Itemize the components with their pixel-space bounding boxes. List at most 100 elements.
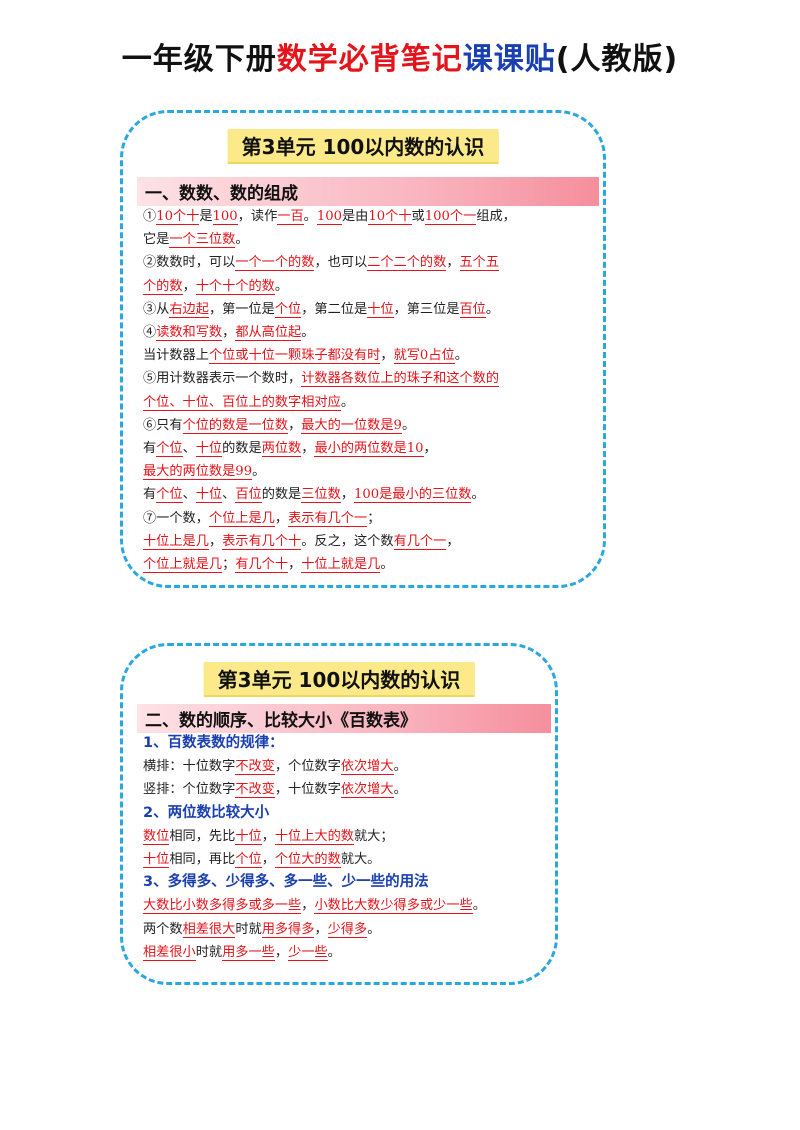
key-phrase: 数位 — [143, 828, 170, 845]
note-text: 就大。 — [340, 852, 381, 868]
key-phrase: 个位、十位、百位上的数字相对应 — [143, 394, 341, 411]
note-text: 的数是 — [261, 487, 302, 503]
note-text: ， — [340, 487, 354, 503]
note-text: ， — [288, 557, 302, 573]
key-phrase: 相差很小 — [143, 944, 196, 961]
key-phrase: 相差很大 — [182, 921, 236, 938]
note-line: 十位上是几，表示有几个十。反之，这个数有几个一， — [143, 530, 593, 553]
note-line: 2、两位数比较大小 — [143, 802, 553, 825]
key-phrase: 个位大的数 — [274, 852, 341, 869]
key-phrase: 十位上是几 — [143, 533, 209, 550]
key-phrase: 100 — [316, 209, 342, 225]
section-title: 二、数的顺序、比较大小《百数表》 — [137, 704, 551, 733]
note-text: 。 — [485, 301, 500, 317]
note-line: 两个数相差很大时就用多得多，少得多。 — [143, 918, 553, 941]
note-text: 有 — [143, 441, 157, 457]
note-line: 十位相同，再比个位，个位大的数就大。 — [143, 848, 553, 871]
key-phrase: 百位 — [459, 301, 486, 318]
unit-title: 第3单元 100以内数的认识 — [227, 129, 499, 162]
key-phrase: 十位 — [235, 828, 262, 845]
note-text: ； — [222, 557, 236, 573]
title-part-lessons: 课课贴 — [462, 42, 556, 77]
note-text: 是 — [199, 209, 213, 224]
note-line: 个位、十位、百位上的数字相对应。 — [143, 391, 593, 414]
key-phrase: 十位 — [367, 301, 394, 318]
key-phrase: 右边起 — [169, 301, 209, 318]
note-text: ； — [367, 510, 381, 526]
key-phrase: 个位 — [235, 852, 262, 869]
key-phrase: 个位 — [156, 487, 183, 504]
note-text: 有 — [143, 487, 157, 503]
key-phrase: 十个十个的数 — [195, 278, 275, 295]
note-line: 当计数器上个位或十位一颗珠子都没有时，就写0占位。 — [143, 344, 593, 367]
note-line: 个位上就是几；有几个十，十位上就是几。 — [143, 553, 593, 576]
note-text: 。 — [303, 209, 317, 224]
note-line: 最大的两位数是99。 — [143, 460, 593, 483]
note-line: ③从右边起，第一位是个位，第二位是十位，第三位是百位。 — [143, 298, 593, 321]
key-phrase: 一个三位数 — [169, 232, 236, 249]
note-line: ⑦一个数，个位上是几，表示有几个一； — [143, 507, 593, 530]
key-phrase: 有几个一 — [393, 533, 447, 550]
note-text: ，第二位是 — [301, 301, 368, 317]
note-line: 1、百数表数的规律： — [143, 732, 553, 755]
note-text: 。 — [454, 348, 468, 364]
note-text: 相同，再比 — [169, 852, 236, 868]
note-line: 数位相同，先比十位，十位上大的数就大； — [143, 825, 553, 848]
section-title: 一、数数、数的组成 — [137, 177, 599, 206]
note-text: 。 — [472, 898, 486, 914]
key-phrase: 依次增大 — [340, 759, 394, 776]
key-phrase: 依次增大 — [340, 782, 394, 799]
key-phrase: 十位上大的数 — [274, 828, 354, 845]
note-line: 个的数，十个十个的数。 — [143, 275, 593, 298]
note-body: 1、百数表数的规律：横排：十位数字不改变，个位数字依次增大。竖排：个位数字不改变… — [143, 732, 553, 964]
key-phrase: 10个十 — [368, 209, 412, 225]
key-phrase: 表示有几个十 — [222, 533, 302, 550]
key-phrase: 一个一个的数 — [235, 255, 315, 272]
note-text: 两个数 — [143, 921, 183, 937]
key-phrase: 一百 — [277, 209, 304, 225]
note-text: ，读作 — [237, 209, 278, 224]
key-phrase: 100个一 — [424, 209, 477, 225]
note-text: ， — [208, 533, 223, 549]
note-line: 相差很小时就用多一些，少一些。 — [143, 941, 553, 964]
note-text: 、 — [222, 487, 236, 503]
key-phrase: 都从高位起 — [235, 325, 302, 342]
note-text: ③从 — [143, 301, 170, 317]
subheading: 3、多得多、少得多、多一些、少一些的用法 — [143, 874, 429, 891]
key-phrase: 两位数 — [261, 441, 302, 458]
note-text: 、 — [182, 441, 196, 457]
note-text: ， — [446, 255, 460, 271]
note-text: 。反之，这个数 — [301, 533, 394, 549]
note-text: 。 — [393, 782, 407, 798]
title-part-grade: 一年级下册 — [121, 42, 277, 77]
note-text: 。 — [471, 487, 485, 503]
unit-title: 第3单元 100以内数的认识 — [203, 662, 475, 695]
note-text: 或 — [411, 209, 425, 224]
note-text: ②数数时，可以 — [143, 255, 236, 271]
key-phrase: 个位 — [274, 301, 302, 318]
note-text: 是由 — [342, 209, 369, 224]
note-card-hundred-chart: 第3单元 100以内数的认识 二、数的顺序、比较大小《百数表》 1、百数表数的规… — [120, 643, 558, 985]
note-text: 。 — [327, 944, 341, 960]
key-phrase: 个位上是几 — [208, 510, 275, 527]
note-line: 大数比小数多得多或多一些，小数比大数少得多或少一些。 — [143, 894, 553, 917]
note-text: 。 — [235, 232, 249, 248]
key-phrase: 读数和写数 — [156, 325, 223, 342]
note-line: 横排：十位数字不改变，个位数字依次增大。 — [143, 755, 553, 778]
note-text: 横排：十位数字 — [143, 759, 236, 775]
subheading: 1、百数表数的规律： — [143, 735, 284, 751]
note-line: 它是一个三位数。 — [143, 228, 593, 251]
note-text: 。 — [401, 417, 416, 433]
note-text: ，也可以 — [314, 255, 368, 271]
key-phrase: 个位或十位一颗珠子都没有时 — [208, 348, 381, 365]
note-line: 有个位、十位、百位的数是三位数，100是最小的三位数。 — [143, 483, 593, 506]
note-text: ， — [301, 441, 315, 457]
note-text: 组成， — [476, 209, 516, 224]
key-phrase: 十位 — [195, 441, 223, 458]
key-phrase: 100是最小的三位数 — [354, 487, 472, 504]
key-phrase: 十位 — [195, 487, 223, 504]
note-text: ， — [301, 898, 315, 914]
key-phrase: 个位上就是几 — [143, 557, 223, 574]
note-body: ①10个十是100，读作一百。100是由10个十或100个一组成，它是一个三位数… — [143, 205, 593, 576]
note-text: 。 — [274, 278, 289, 294]
